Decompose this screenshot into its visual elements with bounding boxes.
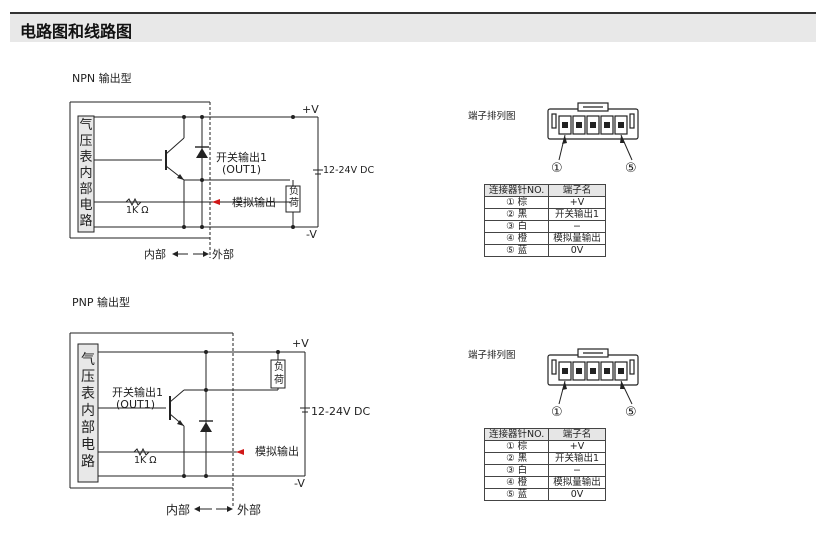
- npn-collector-lead: [165, 137, 185, 155]
- table-cell: −: [548, 464, 606, 477]
- title-bar: 电路图和线路图: [10, 14, 816, 42]
- pnp-resistor-symbol: [133, 447, 150, 457]
- npn-supply-label: 12-24V DC: [323, 165, 375, 176]
- table-cell: ① 棕: [483, 440, 550, 453]
- pnp-analog-arrow-icon: [236, 449, 244, 455]
- table-row: ③ 白−: [483, 464, 606, 477]
- terminal2-pin-last: ⑤: [625, 405, 637, 420]
- pnp-emitter-lead: [169, 389, 185, 403]
- npn-analog-arrow-icon: [212, 199, 220, 205]
- page-title: 电路图和线路图: [20, 22, 133, 41]
- table-cell: 0V: [548, 244, 606, 257]
- pnp-inner-label: 气压表内部电路: [81, 352, 95, 470]
- pnp-plus-v: +V: [292, 337, 309, 350]
- npn-switch-out-sub: (OUT1): [222, 163, 262, 176]
- terminal2-col-pin: 连接器针NO.: [483, 428, 550, 441]
- pnp-switch-out-sub: (OUT1): [116, 398, 156, 411]
- pnp-diode-icon: [200, 422, 212, 432]
- npn-arrow-left-icon: [172, 251, 178, 257]
- table-row: ③ 白−: [483, 220, 606, 233]
- terminal1-label: 端子排列图: [468, 111, 516, 122]
- npn-inner-box: [77, 115, 95, 233]
- terminal2-pin-first: ①: [551, 405, 563, 420]
- npn-plus-v: +V: [302, 103, 319, 116]
- pnp-arrow-left-icon: [194, 506, 200, 512]
- pnp-resistor-label: 1K Ω: [134, 455, 157, 466]
- table-cell: 模拟量输出: [548, 476, 606, 489]
- table-cell: −: [548, 220, 606, 233]
- table-cell: 开关输出1: [548, 452, 606, 465]
- table-cell: ⑤ 蓝: [483, 244, 550, 257]
- pnp-section-title: PNP 输出型: [72, 296, 130, 309]
- table-row: ④ 橙模拟量输出: [483, 476, 606, 489]
- npn-resistor-symbol: [125, 197, 142, 207]
- terminal1-col-pin: 连接器针NO.: [483, 184, 550, 197]
- npn-resistor-label: 1K Ω: [126, 205, 149, 216]
- pnp-supply-label: 12-24V DC: [311, 405, 371, 418]
- terminal2-col-name: 端子名: [548, 428, 606, 441]
- npn-switch-out: 开关输出1: [216, 151, 267, 164]
- table-row: ① 棕+V: [483, 440, 606, 453]
- npn-minus-v: -V: [306, 228, 317, 241]
- terminal1-table: 连接器针NO. 端子名 ① 棕+V ② 黑开关输出1 ③ 白− ④ 橙模拟量输出…: [483, 184, 606, 257]
- pnp-switch-out: 开关输出1: [112, 386, 163, 399]
- pnp-arrow-right-icon: [227, 506, 233, 512]
- pnp-load-label: 负荷: [274, 362, 284, 386]
- npn-outside-label: 外部: [212, 248, 234, 261]
- table-cell: ⑤ 蓝: [483, 488, 550, 501]
- header-rule: [10, 12, 816, 14]
- table-row: ② 黑开关输出1: [483, 452, 606, 465]
- pnp-emitter-arrow-icon: [177, 420, 184, 426]
- pnp-outside-label: 外部: [237, 503, 262, 517]
- table-row: ① 棕+V: [483, 196, 606, 209]
- pnp-inner-box: [77, 343, 99, 483]
- terminal1-pin-first: ①: [551, 161, 563, 176]
- npn-inner-label: 气压表内部电路: [79, 118, 93, 229]
- terminal2-label: 端子排列图: [468, 350, 516, 361]
- table-cell: +V: [548, 440, 606, 453]
- npn-analog-out: 模拟输出: [232, 196, 276, 209]
- terminal1-pin-last: ⑤: [625, 161, 637, 176]
- npn-emitter-arrow-icon: [177, 174, 184, 180]
- pnp-inside-label: 内部: [166, 503, 191, 517]
- npn-inside-label: 内部: [144, 248, 166, 261]
- table-cell: ④ 橙: [483, 476, 550, 489]
- table-cell: 0V: [548, 488, 606, 501]
- table-cell: ① 棕: [483, 196, 550, 209]
- terminal2-table: 连接器针NO. 端子名 ① 棕+V ② 黑开关输出1 ③ 白− ④ 橙模拟量输出…: [483, 428, 606, 501]
- pnp-analog-out: 模拟输出: [255, 445, 299, 458]
- npn-arrow-right-icon: [203, 251, 209, 257]
- pnp-minus-v: -V: [294, 477, 305, 490]
- table-cell: ③ 白: [483, 464, 550, 477]
- table-cell: ② 黑: [483, 452, 550, 465]
- npn-section-title: NPN 输出型: [72, 72, 132, 85]
- terminal1-col-name: 端子名: [548, 184, 606, 197]
- npn-diode-icon: [196, 148, 208, 158]
- npn-load-label: 负荷: [289, 186, 299, 209]
